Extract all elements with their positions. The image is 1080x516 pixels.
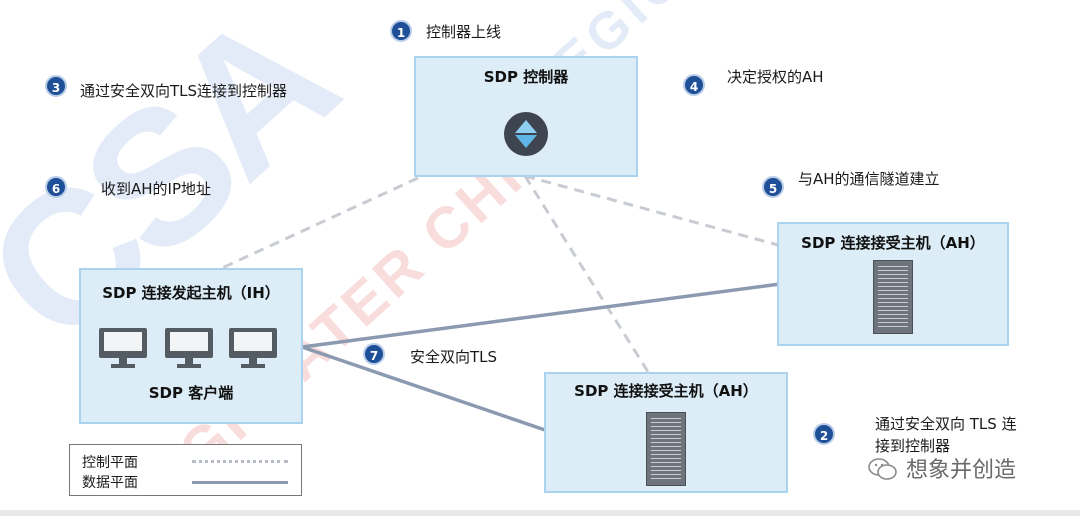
data-line-ih-ah-bottom — [301, 345, 546, 432]
control-line-controller-ih — [221, 176, 419, 270]
diamond-logo-icon — [504, 112, 548, 156]
sdp-controller-title: SDP 控制器 — [483, 68, 569, 86]
step-text-2-line2: 接到控制器 — [875, 437, 951, 455]
ah-top-title: SDP 连接接受主机（AH） — [801, 234, 985, 252]
brand-text: 想象并创造 — [906, 458, 1017, 483]
data-line-ih-ah-top — [301, 282, 781, 349]
legend-data-plane-label: 数据平面 — [82, 475, 138, 491]
legend-data-plane-line — [192, 481, 288, 484]
step-badge-1: 1 — [390, 20, 412, 42]
step-badge-3: 3 — [45, 75, 67, 97]
footer-bar — [0, 510, 1080, 516]
step-text-3: 通过安全双向TLS连接到控制器 — [80, 82, 288, 100]
step-text-5: 与AH的通信隧道建立 — [798, 170, 940, 188]
step-badge-5: 5 — [762, 176, 784, 198]
control-line-controller-ah-top — [524, 174, 779, 247]
wechat-icon — [868, 458, 897, 480]
sdp-controller-box: SDP 控制器 — [414, 56, 638, 177]
control-line-controller-ah-bottom — [523, 175, 652, 376]
ah-bottom-title: SDP 连接接受主机（AH） — [574, 382, 758, 400]
legend-control-plane-line — [192, 460, 288, 463]
server-icon — [646, 412, 686, 486]
step-text-1: 控制器上线 — [426, 23, 502, 41]
monitor-icon — [229, 328, 277, 370]
step-text-4: 决定授权的AH — [727, 68, 824, 86]
step-text-7: 安全双向TLS — [410, 348, 498, 366]
step-badge-6: 6 — [45, 176, 67, 198]
step-text-6: 收到AH的IP地址 — [101, 180, 212, 198]
step-text-2-line1: 通过安全双向 TLS 连 — [875, 415, 1017, 433]
legend-control-plane-label: 控制平面 — [82, 455, 138, 471]
sdp-client-label: SDP 客户端 — [148, 384, 234, 402]
monitor-icon — [99, 328, 147, 370]
server-icon — [873, 260, 913, 334]
ih-title: SDP 连接发起主机（IH） — [102, 284, 280, 302]
legend: 控制平面 数据平面 — [69, 444, 302, 496]
step-badge-2: 2 — [813, 423, 835, 445]
step-badge-4: 4 — [683, 74, 705, 96]
ih-box: SDP 连接发起主机（IH） SDP 客户端 — [79, 268, 303, 424]
step-badge-7: 7 — [363, 343, 385, 365]
monitor-icon — [165, 328, 213, 370]
ah-top-box: SDP 连接接受主机（AH） — [777, 222, 1009, 346]
ah-bottom-box: SDP 连接接受主机（AH） — [544, 372, 788, 493]
